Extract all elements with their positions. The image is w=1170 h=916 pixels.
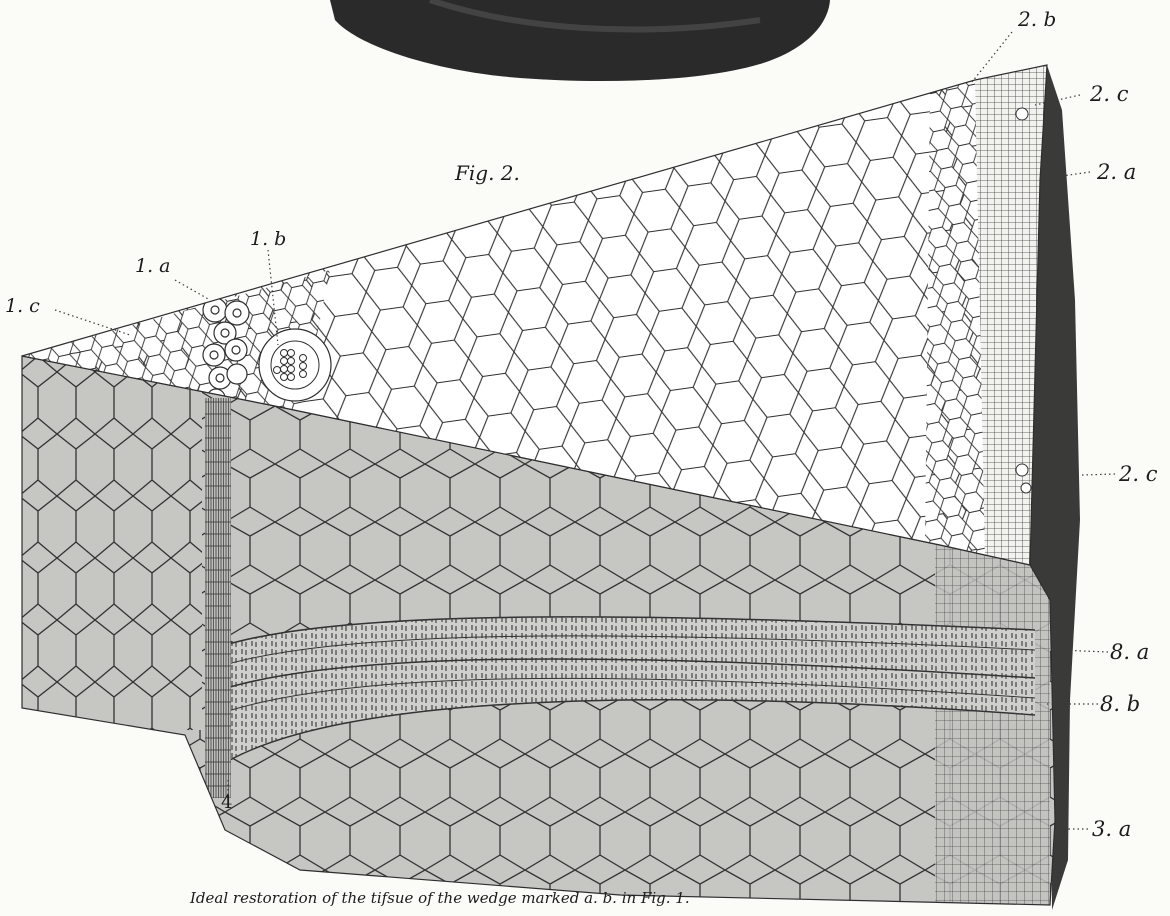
label-2b: 2. b	[1017, 7, 1056, 31]
label-1b: 1. b	[250, 228, 286, 250]
label-2a: 2. a	[1096, 160, 1136, 184]
label-2c-top: 2. c	[1089, 82, 1129, 106]
figure-title: Fig. 2.	[454, 161, 520, 185]
label-4: 4	[221, 792, 232, 813]
figure-caption: Ideal restoration of the tifsue of the w…	[189, 889, 690, 907]
label-1a: 1. a	[135, 255, 171, 277]
label-1c: 1. c	[5, 295, 40, 317]
specimen-top-image	[330, 0, 830, 81]
label-8b: 8. b	[1100, 692, 1140, 716]
label-3a: 3. a	[1092, 817, 1131, 841]
label-2c-mid: 2. c	[1118, 462, 1158, 486]
bundle-1b	[259, 329, 331, 401]
label-8a: 8. a	[1110, 640, 1149, 664]
